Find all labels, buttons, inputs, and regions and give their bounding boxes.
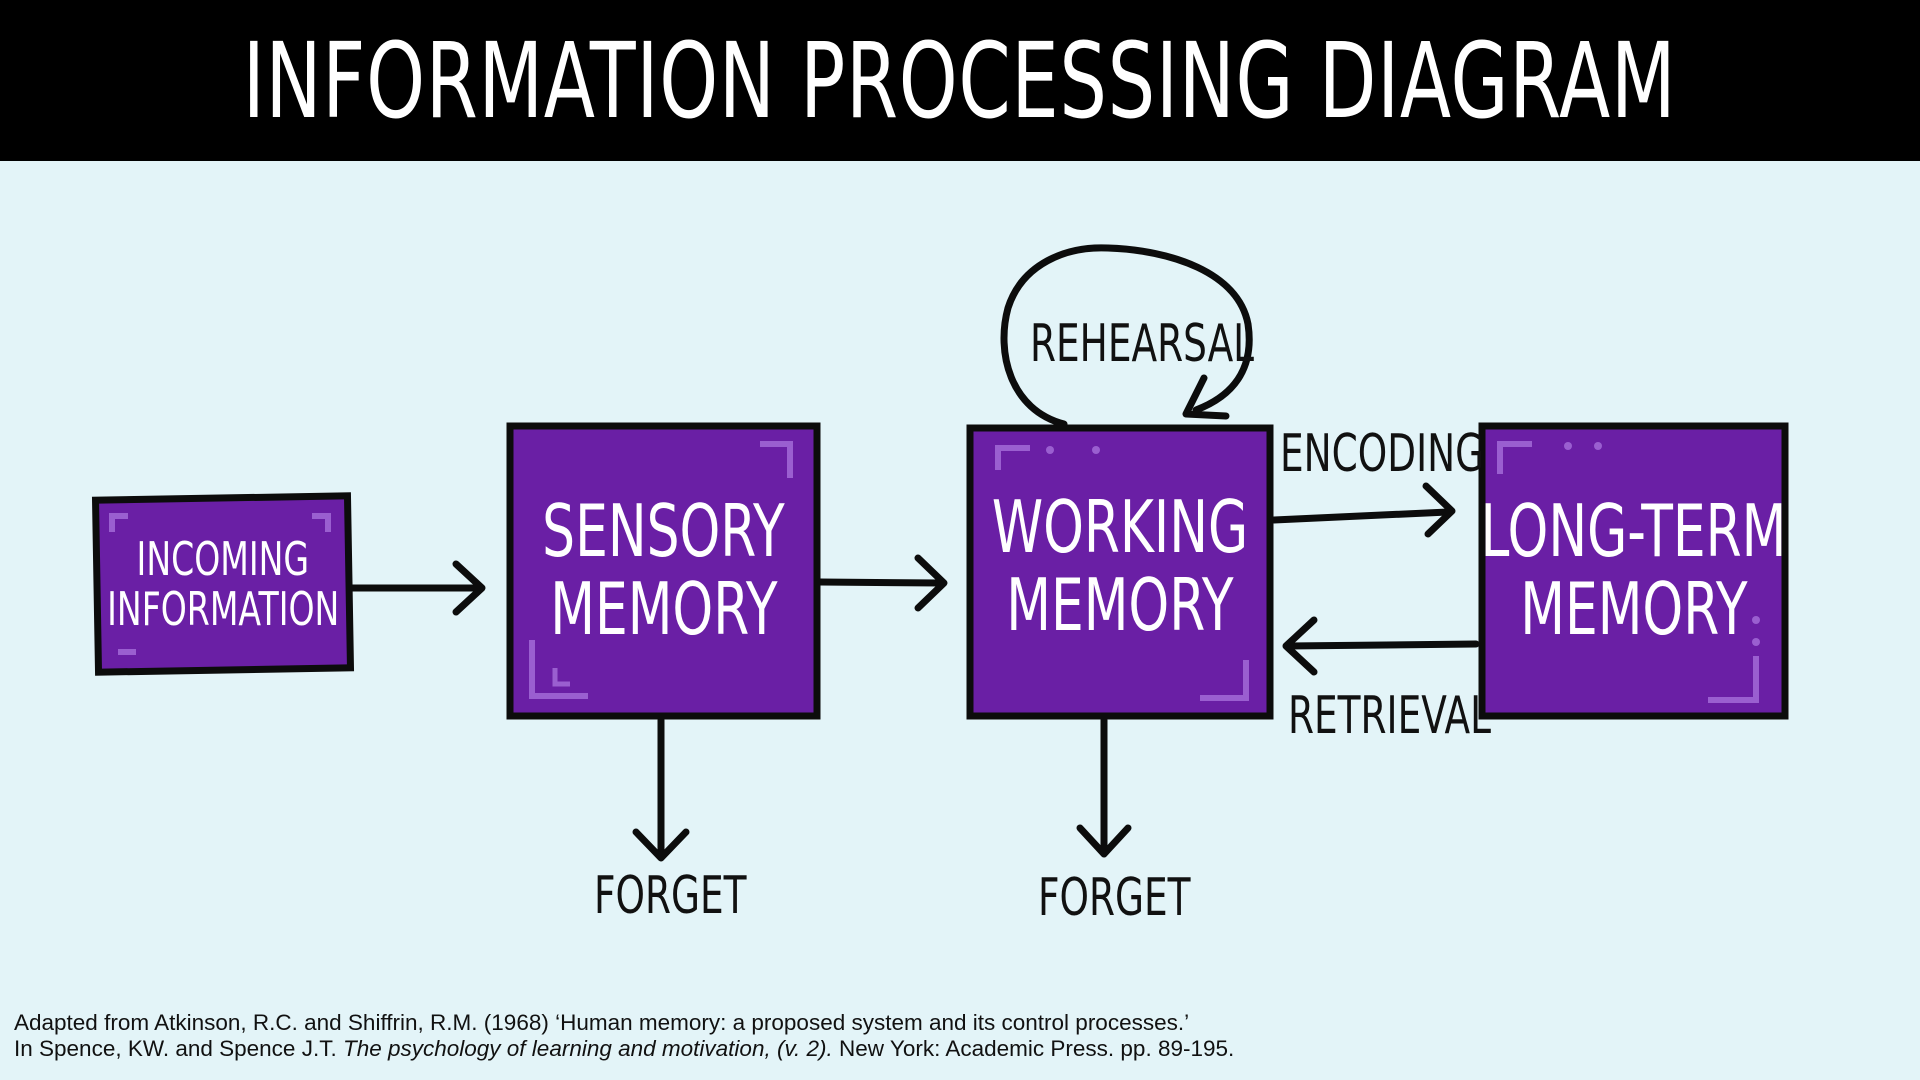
sensory-line1: SENSORY [542, 489, 785, 574]
working-line1: WORKING [991, 485, 1249, 570]
arrow-retrieval [1282, 616, 1480, 676]
retrieval-label: RETRIEVAL [1288, 686, 1491, 746]
citation-line2-suffix: New York: Academic Press. pp. 89-195. [832, 1036, 1235, 1061]
title-bar: INFORMATION PROCESSING DIAGRAM [0, 0, 1920, 161]
arrow-working-forget [1076, 716, 1132, 858]
forget-working-label: FORGET [1038, 868, 1191, 928]
incoming-line2: INFORMATION [106, 582, 340, 636]
incoming-information-label: INCOMING INFORMATION [97, 505, 349, 665]
citation: Adapted from Atkinson, R.C. and Shiffrin… [14, 1010, 1234, 1062]
arrow-incoming-to-sensory [346, 560, 486, 616]
working-memory-box [966, 424, 1274, 720]
citation-line2-italic: The psychology of learning and motivatio… [342, 1036, 833, 1061]
page-title: INFORMATION PROCESSING DIAGRAM [243, 19, 1677, 142]
sensory-memory-label: SENSORY MEMORY [510, 430, 817, 712]
citation-line1: Adapted from Atkinson, R.C. and Shiffrin… [14, 1010, 1190, 1035]
arrow-rehearsal-loop [1000, 244, 1253, 428]
incoming-line1: INCOMING [136, 532, 310, 587]
sensory-line2: MEMORY [549, 567, 778, 651]
long-term-memory-box [1478, 422, 1789, 720]
working-line2: MEMORY [1006, 563, 1234, 647]
working-memory-label: WORKING MEMORY [970, 432, 1270, 702]
citation-line2-prefix: In Spence, KW. and Spence J.T. [14, 1036, 343, 1061]
citation-line2: In Spence, KW. and Spence J.T. The psych… [14, 1036, 1234, 1062]
arrow-sensory-to-working [816, 554, 948, 612]
sensory-memory-box [506, 422, 821, 720]
encoding-label: ENCODING [1280, 424, 1485, 484]
longterm-line1: LONG-TERM [1480, 489, 1787, 574]
arrow-sensory-forget [632, 716, 690, 862]
longterm-line2: MEMORY [1519, 567, 1748, 651]
long-term-memory-label: LONG-TERM MEMORY [1480, 430, 1787, 712]
rehearsal-label: REHEARSAL [1030, 314, 1255, 374]
arrow-encoding [1270, 482, 1456, 538]
incoming-information-box [91, 492, 355, 676]
forget-sensory-label: FORGET [594, 866, 747, 926]
